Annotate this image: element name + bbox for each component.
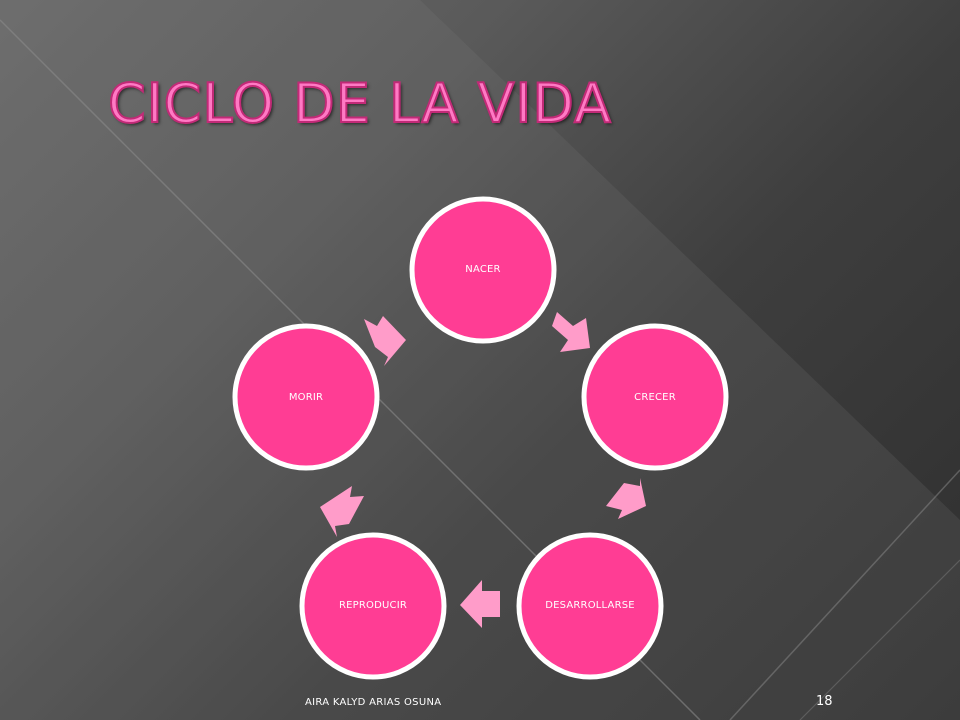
page-number: 18 bbox=[816, 694, 833, 709]
arrow-nacer-crecer bbox=[552, 312, 590, 352]
node-nacer bbox=[409, 196, 557, 344]
node-label-desarrollarse: DESARROLLARSE bbox=[545, 600, 635, 611]
node-desarrollarse bbox=[516, 532, 664, 680]
arrow-morir-nacer bbox=[364, 316, 406, 366]
node-label-nacer: NACER bbox=[465, 264, 501, 275]
node-morir bbox=[232, 323, 380, 471]
footer-author: AIRA KALYD ARIAS OSUNA bbox=[305, 697, 442, 708]
arrow-desarrollarse-reproducir bbox=[460, 580, 500, 628]
node-reproducir bbox=[299, 532, 447, 680]
slide-title: CICLO DE LA VIDA bbox=[107, 71, 612, 136]
node-label-reproducir: REPRODUCIR bbox=[338, 600, 407, 611]
arrow-crecer-desarrollarse bbox=[606, 478, 646, 519]
arrow-reproducir-morir bbox=[320, 486, 364, 537]
node-label-crecer: CRECER bbox=[634, 392, 676, 403]
node-label-morir: MORIR bbox=[288, 392, 324, 403]
node-crecer bbox=[581, 323, 729, 471]
